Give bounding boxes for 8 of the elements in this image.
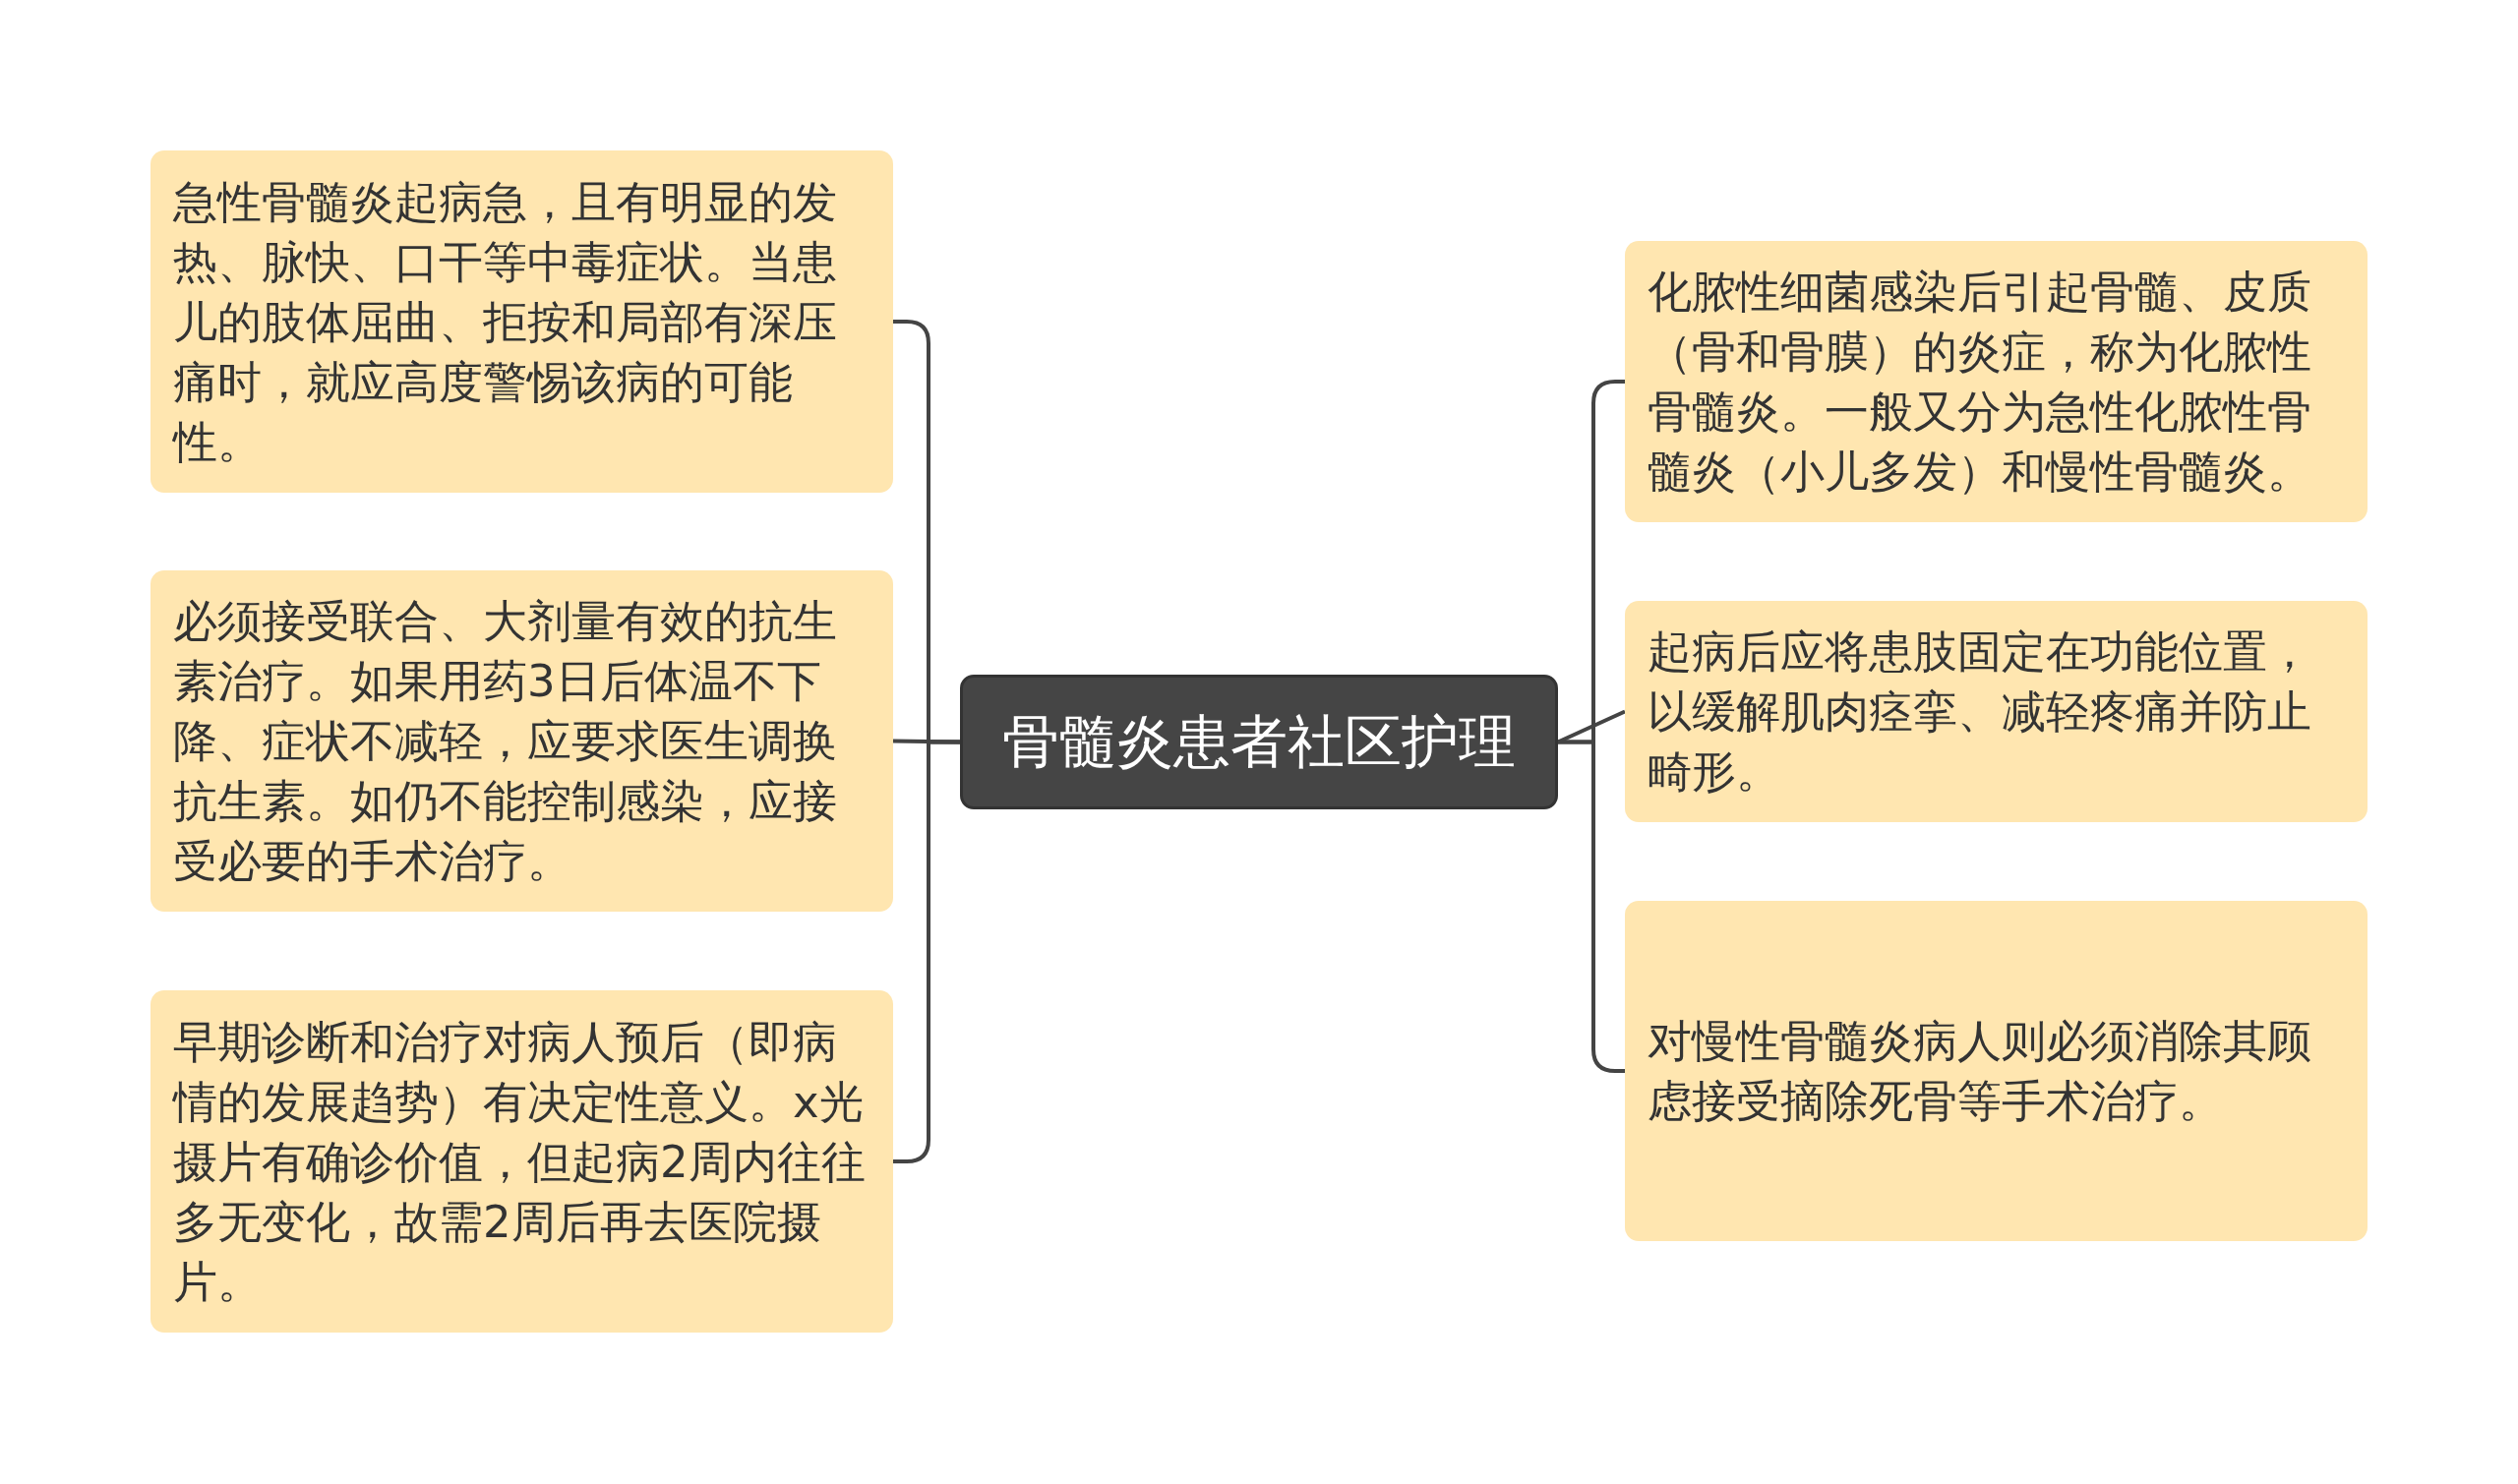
topic-box: 骨髓炎患者社区护理	[960, 675, 1558, 809]
note-box: 早期诊断和治疗对病人预后（即病情的发展趋势）有决定性意义。x光摄片有确诊价值，但起病2周内往往多无变化，故需2周后再去医院摄片。	[150, 990, 893, 1333]
note-box: 起病后应将患肢固定在功能位置，以缓解肌肉痉挛、减轻疼痛并防止畸形。	[1625, 601, 2368, 822]
note-box: 对慢性骨髓炎病人则必须消除其顾虑接受摘除死骨等手术治疗。	[1625, 901, 2368, 1241]
note-box: 急性骨髓炎起病急，且有明显的发热、脉快、口干等中毒症状。当患儿的肢体屈曲、拒按和局部有深压痛时，就应高度警惕该病的可能性。	[150, 150, 893, 493]
note-box: 必须接受联合、大剂量有效的抗生素治疗。如果用药3日后体温不下降、症状不减轻，应要求医生调换抗生素。如仍不能控制感染，应接受必要的手术治疗。	[150, 570, 893, 912]
connector-line	[892, 739, 961, 744]
note-box: 化脓性细菌感染后引起骨髓、皮质（骨和骨膜）的炎症，称为化脓性骨髓炎。一般又分为急性化脓性骨髓炎（小儿多发）和慢性骨髓炎。	[1625, 241, 2368, 522]
